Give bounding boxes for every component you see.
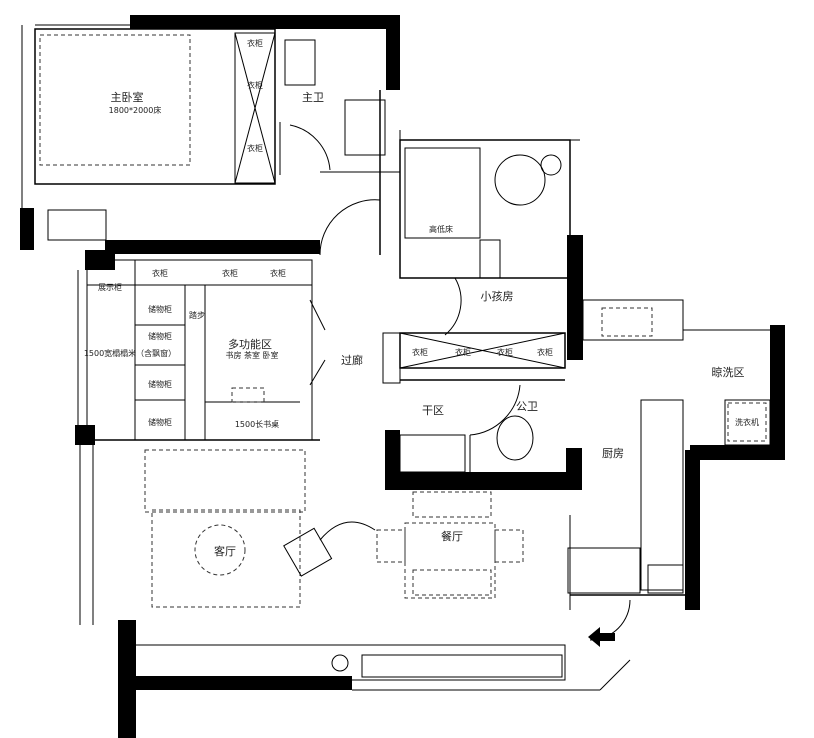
label-storage: 储物柜: [148, 331, 172, 341]
label-wardrobe: 衣柜: [247, 80, 263, 90]
label-wardrobe: 衣柜: [270, 268, 286, 278]
label-multi-area: 多功能区: [228, 337, 272, 351]
label-kitchen: 厨房: [602, 447, 624, 460]
label-wardrobe: 衣柜: [497, 347, 513, 357]
label-wardrobe: 衣柜: [152, 268, 168, 278]
label-wardrobe: 衣柜: [412, 347, 428, 357]
label-kids-room: 小孩房: [481, 290, 514, 303]
label-step: 踏步: [189, 310, 205, 320]
label-wardrobe: 衣柜: [222, 268, 238, 278]
label-wardrobe: 衣柜: [537, 347, 553, 357]
label-storage: 储物柜: [148, 304, 172, 314]
label-master-bath: 主卫: [302, 91, 324, 104]
label-bunk-bed: 高低床: [429, 224, 453, 234]
label-wardrobe: 衣柜: [247, 143, 263, 153]
label-wardrobe: 衣柜: [455, 347, 471, 357]
entrance-arrow-icon: [588, 627, 615, 647]
label-bed-size: 1800*2000床: [109, 105, 162, 115]
label-public-bath: 公卫: [516, 400, 538, 413]
outlines: [21, 24, 771, 691]
label-tatami: 1500宽榻榻米（含飘窗）: [84, 348, 176, 358]
label-master-bedroom: 主卧室: [111, 90, 144, 104]
label-desk: 1500长书桌: [235, 419, 279, 429]
label-living-room: 客厅: [214, 544, 236, 558]
label-washer: 洗衣机: [735, 417, 759, 427]
label-dining-room: 餐厅: [441, 529, 463, 543]
label-dry-area: 干区: [422, 404, 444, 417]
label-laundry-area: 晾洗区: [712, 365, 745, 379]
label-multi-area-sub: 书房 茶室 卧室: [225, 350, 278, 360]
label-display-cabinet: 展示柜: [98, 282, 122, 292]
label-storage: 储物柜: [148, 417, 172, 427]
label-corridor: 过廊: [341, 353, 363, 367]
label-storage: 储物柜: [148, 379, 172, 389]
label-wardrobe: 衣柜: [247, 38, 263, 48]
